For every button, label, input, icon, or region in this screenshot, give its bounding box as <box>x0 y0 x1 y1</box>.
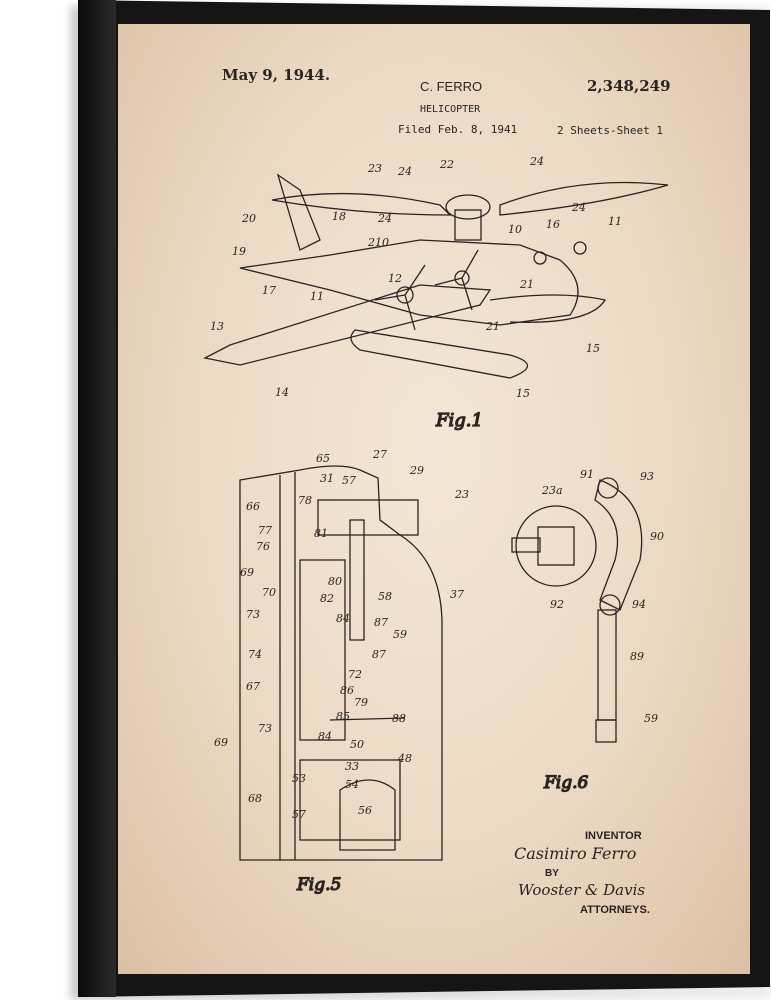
fig5-reference-numeral: 73 <box>258 722 272 735</box>
fig6-reference-numeral: 93 <box>640 470 654 483</box>
fig5-reference-numeral: 85 <box>336 710 350 723</box>
fig6-reference-numeral: 90 <box>650 530 664 543</box>
fig1-reference-numeral: 24 <box>571 201 586 214</box>
sheet-count: 2 Sheets-Sheet 1 <box>557 124 663 137</box>
fig1-reference-numeral: 23 <box>367 162 382 175</box>
fig1-reference-numeral: 21 <box>485 320 500 333</box>
patent-print <box>118 24 750 974</box>
fig5-reference-numeral: 81 <box>314 527 328 540</box>
fig5-reference-numeral: 59 <box>393 628 407 641</box>
fig1-reference-numeral: 20 <box>241 212 256 225</box>
fig5-reference-numeral: 67 <box>246 680 260 693</box>
patent-title: HELICOPTER <box>420 104 481 115</box>
fig5-reference-numeral: 69 <box>214 736 228 749</box>
fig5-reference-numeral: 80 <box>328 575 342 588</box>
fig5-reference-numeral: 84 <box>318 730 332 743</box>
fig1-reference-numeral: 22 <box>439 158 454 171</box>
figure-6-crank-arm <box>511 477 643 743</box>
fig5-reference-numeral: 68 <box>248 792 262 805</box>
fig1-reference-numeral: 16 <box>546 218 560 231</box>
fig5-reference-numeral: 76 <box>256 540 270 553</box>
fig5-reference-numeral: 57 <box>342 474 356 487</box>
fig1-reference-numeral: 17 <box>262 284 276 297</box>
filed-date: Filed Feb. 8, 1941 <box>398 123 518 136</box>
fig1-reference-numeral: 24 <box>397 165 412 178</box>
fig6-reference-numeral: 89 <box>630 650 644 663</box>
patent-number: 2,348,249 <box>587 77 671 95</box>
fig6-reference-numeral: 92 <box>550 598 564 611</box>
fig5-reference-numeral: 66 <box>246 500 260 513</box>
fig1-reference-numeral: 21 <box>519 278 534 291</box>
fig5-reference-numeral: 87 <box>374 616 388 629</box>
fig5-reference-numeral: 29 <box>409 464 424 477</box>
attorney-signature: Wooster & Davis <box>518 881 646 899</box>
fig6-reference-numeral: 91 <box>580 468 594 481</box>
fig5-label: Fig.5 <box>296 875 341 895</box>
fig5-reference-numeral: 33 <box>345 760 359 773</box>
fig5-reference-numeral: 74 <box>248 648 262 661</box>
fig5-reference-numeral: 70 <box>262 586 276 599</box>
fig5-reference-numeral: 65 <box>316 452 330 465</box>
fig5-reference-numeral: 84 <box>336 612 350 625</box>
fig1-reference-numeral: 19 <box>232 245 246 258</box>
fig5-reference-numeral: 56 <box>358 804 372 817</box>
fig1-reference-numeral: 13 <box>210 320 224 333</box>
inventor-signature: Casimiro Ferro <box>514 844 637 863</box>
fig1-reference-numeral: 15 <box>516 387 530 400</box>
fig6-reference-numeral: 59 <box>644 712 658 725</box>
fig6-label: Fig.6 <box>543 773 589 793</box>
fig5-reference-numeral: 79 <box>354 696 368 709</box>
inventor-label: INVENTOR <box>585 830 642 842</box>
inventor-name: C. FERRO <box>420 79 483 94</box>
fig1-reference-numeral: 15 <box>586 342 600 355</box>
fig1-label: Fig.1 <box>435 410 483 431</box>
fig1-reference-numeral: 24 <box>377 212 392 225</box>
fig1-reference-numeral: 10 <box>508 223 522 236</box>
fig6-reference-numeral: 23a <box>541 484 563 497</box>
patent-date: May 9, 1944. <box>222 66 331 84</box>
fig5-reference-numeral: 78 <box>298 494 312 507</box>
by-label: BY <box>545 868 559 879</box>
fig5-reference-numeral: 31 <box>320 472 334 485</box>
fig5-reference-numeral: 77 <box>258 524 272 537</box>
fig5-reference-numeral: 23 <box>454 488 469 501</box>
fig5-reference-numeral: 69 <box>240 566 254 579</box>
fig5-reference-numeral: 58 <box>378 590 392 603</box>
fig5-reference-numeral: 88 <box>392 712 406 725</box>
fig1-reference-numeral: 12 <box>388 272 402 285</box>
frame-side-edge <box>78 0 116 997</box>
fig5-reference-numeral: 73 <box>246 608 260 621</box>
fig1-reference-numeral: 18 <box>332 210 346 223</box>
fig5-reference-numeral: 87 <box>372 648 386 661</box>
figure-5-rotor-hub-section <box>239 465 443 861</box>
fig1-reference-numeral: 14 <box>275 386 289 399</box>
fig5-reference-numeral: 27 <box>372 448 387 461</box>
fig6-reference-numeral: 94 <box>632 598 646 611</box>
fig5-reference-numeral: 82 <box>320 592 334 605</box>
fig5-reference-numeral: 86 <box>340 684 354 697</box>
attorneys-label: ATTORNEYS. <box>580 904 650 916</box>
fig5-reference-numeral: 53 <box>292 772 306 785</box>
fig5-reference-numeral: 50 <box>350 738 364 751</box>
fig5-reference-numeral: 72 <box>348 668 362 681</box>
fig5-reference-numeral: 48 <box>397 752 412 765</box>
fig1-reference-numeral: 11 <box>310 290 324 303</box>
fig1-reference-numeral: 24 <box>529 155 544 168</box>
fig5-reference-numeral: 54 <box>345 778 359 791</box>
fig5-reference-numeral: 57 <box>292 808 306 821</box>
fig1-reference-numeral: 210 <box>367 236 389 249</box>
figure-1-helicopter <box>203 173 669 379</box>
fig5-reference-numeral: 37 <box>450 588 464 601</box>
fig1-reference-numeral: 11 <box>608 215 622 228</box>
